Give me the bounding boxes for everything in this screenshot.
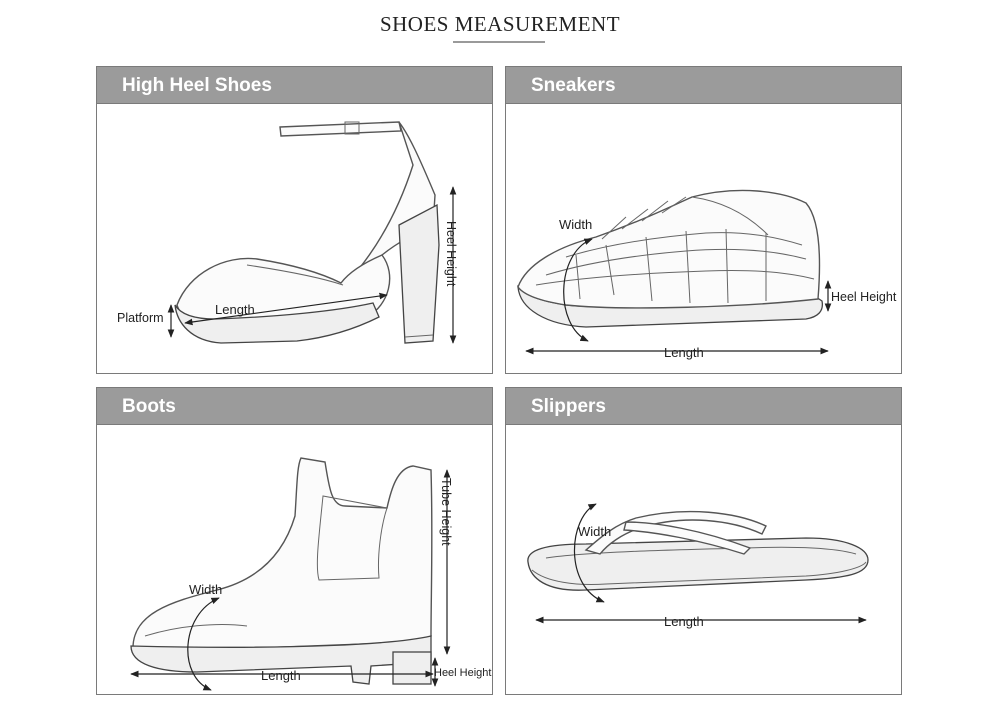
sneaker-laces: [601, 196, 687, 240]
platform-label: Platform: [117, 311, 164, 325]
panel-header-high-heel-shoes: High Heel Shoes: [97, 67, 492, 104]
insole-line: [246, 264, 344, 286]
slipper-sole-edge: [531, 561, 867, 585]
panel-body-slippers: Width Length: [506, 426, 901, 694]
length-label: Length: [664, 614, 704, 629]
heel-height-label: Heel Height: [434, 667, 491, 679]
length-label: Length: [261, 668, 301, 683]
high-heel-illustration: Platform Length Heel Height: [117, 121, 458, 344]
width-label: Width: [578, 524, 611, 539]
heel-tip: [404, 334, 434, 338]
sneaker-illustration: Width Heel Height Length: [517, 189, 897, 360]
heel-height-label: Heel Height: [444, 221, 458, 287]
sneaker-upper: [517, 189, 821, 309]
panel-body-boots: Tube Height Heel Height Width Length: [97, 426, 492, 694]
panel-body-sneakers: Width Heel Height Length: [506, 105, 901, 373]
elastic-gore: [316, 495, 388, 581]
boot-heel: [392, 651, 432, 685]
heel-counter: [344, 121, 436, 286]
panel-header-boots: Boots: [97, 388, 492, 425]
ankle-strap: [279, 121, 402, 137]
panel-slippers: Slippers Width Length: [505, 387, 902, 695]
slipper-strap-back: [623, 521, 752, 555]
width-arrow: [563, 238, 593, 342]
sneaker-pattern: [535, 228, 815, 304]
panel-sneakers: Sneakers Width: [505, 66, 902, 374]
block-heel: [398, 203, 440, 344]
length-label: Length: [215, 302, 255, 317]
tube-height-label: Tube Height: [439, 478, 453, 546]
boot-illustration: Tube Height Heel Height Width Length: [130, 457, 491, 691]
boot-toe-line: [144, 623, 248, 637]
page-title: SHOES MEASUREMENT: [379, 12, 621, 36]
sneaker-collar: [691, 196, 769, 236]
strap-buckle: [344, 121, 360, 135]
width-label: Width: [559, 217, 592, 232]
width-arrow: [573, 503, 605, 603]
width-arrow: [187, 597, 220, 691]
boot-upper: [132, 457, 433, 652]
panel-boots: Boots Tube Height Heel Height Width Leng…: [96, 387, 493, 695]
title-underline: [453, 41, 545, 43]
heel-height-label: Heel Height: [831, 290, 897, 304]
slipper-sole: [527, 537, 869, 591]
slipper-illustration: Width Length: [527, 503, 869, 629]
panel-body-high-heel-shoes: Platform Length Heel Height: [97, 105, 492, 373]
panel-header-slippers: Slippers: [506, 388, 901, 425]
length-label: Length: [664, 345, 704, 360]
length-arrow: [184, 292, 388, 326]
width-label: Width: [189, 582, 222, 597]
panel-header-sneakers: Sneakers: [506, 67, 901, 104]
panel-high-heel-shoes: High Heel Shoes Platform Length He: [96, 66, 493, 374]
